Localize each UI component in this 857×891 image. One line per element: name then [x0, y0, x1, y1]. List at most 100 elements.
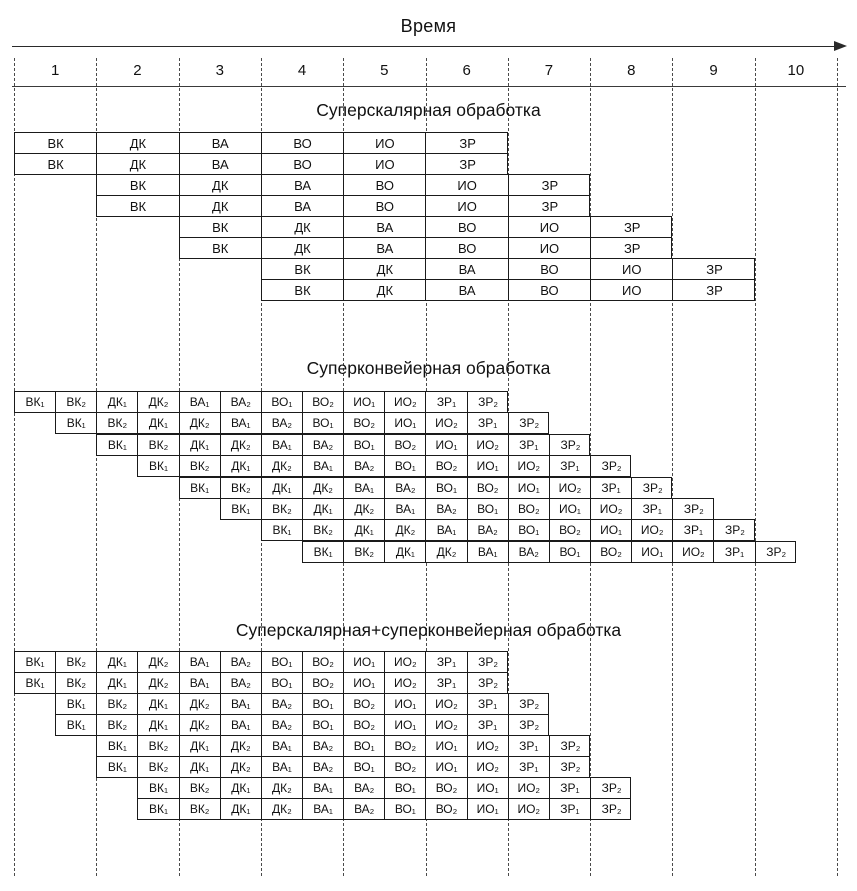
stage-cell: ЗР₂ — [508, 715, 548, 735]
stage-cell: ЗР₁ — [508, 736, 550, 756]
stage-cell: ВК₁ — [97, 736, 139, 756]
stage-cell: ЗР₂ — [549, 434, 590, 455]
stage-cell: ВА₂ — [344, 799, 386, 819]
stage-cell: ИО₂ — [426, 694, 468, 714]
stage-cell: ВК₂ — [56, 673, 98, 693]
stage-cell: ВА₂ — [303, 434, 345, 455]
stage-cell: ВК₁ — [303, 541, 345, 562]
stage-cell: ИО₂ — [467, 434, 509, 455]
stage-cell: ДК₂ — [220, 757, 262, 777]
time-tick: 4 — [297, 62, 307, 79]
stage-cell: ВО₂ — [508, 499, 550, 519]
stage-cell: ЗР₂ — [549, 736, 590, 756]
time-tick: 5 — [380, 62, 389, 79]
stage-cell: ИО₂ — [508, 778, 550, 798]
stage-cell: ВК₁ — [56, 413, 98, 434]
stage-cell: ВО — [426, 238, 509, 258]
stage-cell: ВК — [15, 154, 98, 174]
stage-cell: ВО₂ — [302, 652, 345, 672]
stage-cell: ЗР₂ — [590, 778, 631, 798]
stage-cell: ДК₁ — [385, 541, 427, 562]
stage-cell: ИО — [508, 217, 592, 237]
stage-cell: ВА₂ — [220, 673, 262, 693]
stage-cell: ЗР₁ — [467, 715, 509, 735]
stage-cell: ВО — [508, 259, 592, 279]
stage-cell: ВО₂ — [467, 477, 509, 498]
stage-cell: ИО₁ — [344, 673, 386, 693]
stage-cell: ДК — [179, 196, 262, 216]
stage-cell: ВО₁ — [426, 477, 468, 498]
stage-cell: ВА — [261, 196, 345, 216]
stage-cell: ВА₂ — [220, 652, 262, 672]
stage-cell: ВО₂ — [344, 715, 386, 735]
stage-cell: ВА₁ — [344, 477, 386, 498]
stage-cell: ВО₁ — [385, 456, 427, 477]
stage-cell: ВА₁ — [220, 694, 262, 714]
grid-line — [837, 58, 838, 876]
stage-cell: ЗР — [673, 259, 754, 279]
stage-cell: ИО₁ — [344, 652, 386, 672]
stage-cell: ВА₁ — [385, 499, 427, 519]
stage-cell: ВА₁ — [179, 392, 221, 412]
stage-cell: ВК — [179, 238, 262, 258]
time-axis-title: Время — [400, 16, 457, 36]
stage-cell: ВК₂ — [261, 499, 304, 519]
stage-cell: ВО₂ — [426, 456, 468, 477]
stage-cell: ИО₂ — [385, 652, 427, 672]
stage-cell: ДК₁ — [97, 673, 139, 693]
stage-cell: ВК₁ — [97, 434, 139, 455]
stage-cell: ДК₂ — [179, 413, 221, 434]
stage-cell: ВА — [179, 133, 262, 153]
stage-cell: ЗР₁ — [549, 456, 591, 477]
stage-cell: ИО₁ — [632, 541, 674, 562]
stage-cell: ВО₁ — [385, 799, 427, 819]
stage-cell: ВК₁ — [97, 757, 139, 777]
stage-cell: ВА₁ — [179, 652, 221, 672]
stage-cell: ДК₂ — [344, 499, 386, 519]
stage-cell: ДК₁ — [220, 778, 262, 798]
stage-cell: ВК — [97, 196, 180, 216]
stage-cell: ВО₁ — [549, 541, 592, 562]
stage-cell: ИО — [591, 280, 674, 300]
stage-cell: ВО₂ — [426, 778, 468, 798]
stage-cell: ДК₂ — [138, 392, 180, 412]
stage-cell: ВК₂ — [97, 694, 139, 714]
stage-cell: ИО₁ — [385, 413, 427, 434]
stage-cell: ВК — [15, 133, 98, 153]
stage-cell: ИО₁ — [549, 499, 592, 519]
stage-cell: ВК — [261, 259, 345, 279]
stage-cell: ВО₁ — [467, 499, 509, 519]
stage-cell: ЗР₂ — [508, 694, 548, 714]
stage-cell: ВК₂ — [56, 652, 98, 672]
stage-cell: ВО — [508, 280, 592, 300]
stage-cell: ВА₁ — [303, 456, 345, 477]
stage-cell: ВК₁ — [261, 520, 304, 541]
stage-cell: ДК — [97, 154, 180, 174]
stage-cell: ЗР₁ — [508, 757, 550, 777]
stage-cell: ВА₂ — [344, 456, 386, 477]
stage-cell: ИО₁ — [385, 715, 427, 735]
stage-cell: ВК₂ — [56, 392, 98, 412]
stage-cell: ВК₂ — [344, 541, 386, 562]
stage-cell: ИО₂ — [426, 413, 468, 434]
stage-cell: ВО₂ — [344, 413, 386, 434]
stage-cell: ВО — [261, 133, 345, 153]
stage-cell: ВА₁ — [303, 778, 345, 798]
stage-cell: ИО — [426, 175, 509, 195]
stage-cell: ВО₂ — [385, 757, 427, 777]
stage-cell: ЗР₁ — [426, 392, 468, 412]
stage-cell: ДК₁ — [261, 477, 304, 498]
stage-cell: ЗР₁ — [549, 778, 591, 798]
stage-cell: ЗР — [508, 175, 590, 195]
stage-cell: ДК — [97, 133, 180, 153]
stage-cell: ЗР₁ — [467, 413, 509, 434]
